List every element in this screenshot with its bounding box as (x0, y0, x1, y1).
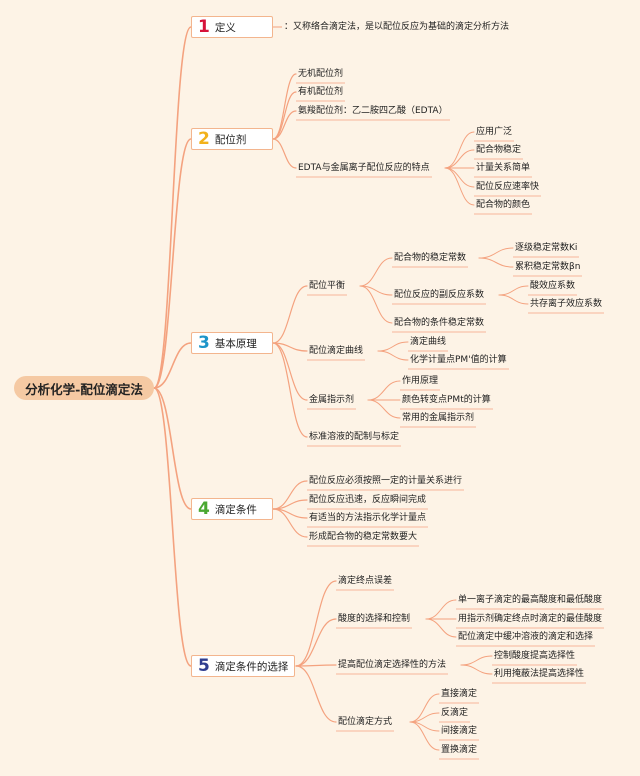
node-stability-constant[interactable]: 配合物的稳定常数 (394, 253, 467, 263)
connector-line (272, 91, 297, 140)
node-edta-feature[interactable]: 配合物的颜色 (476, 200, 531, 210)
node-titration-modes[interactable]: 配位滴定方式 (338, 717, 393, 727)
connector-line (409, 721, 440, 751)
connector-line (478, 247, 514, 259)
node-side-reaction-coefficient[interactable]: 配位反应的副反应系数 (394, 290, 485, 300)
connector-line (460, 655, 493, 666)
connector-line (359, 285, 393, 324)
connector-line (272, 73, 297, 140)
connector-line (425, 618, 457, 638)
node-titration-mode[interactable]: 置换滴定 (441, 745, 478, 755)
connector-line (498, 294, 529, 305)
connector-line (153, 138, 192, 389)
connector-line (153, 387, 192, 667)
node-selectivity-item[interactable]: 利用掩蔽法提高选择性 (494, 669, 585, 679)
connector-line (272, 285, 308, 344)
connector-line (272, 342, 308, 352)
number-5-icon: 5 (198, 655, 210, 676)
section-label: 滴定条件 (214, 503, 257, 516)
connector-line (272, 508, 308, 538)
node-pm-calculation[interactable]: 化学计量点PM'值的计算 (410, 355, 507, 365)
node-coexisting-ion-coefficient[interactable]: 共存离子效应系数 (530, 299, 603, 309)
connector-line (478, 257, 514, 268)
node-condition[interactable]: 形成配合物的稳定常数要大 (309, 532, 418, 542)
node-acidity-control[interactable]: 酸度的选择和控制 (338, 614, 411, 624)
node-stepwise-constant[interactable]: 逐级稳定常数Ki (515, 243, 578, 253)
section-label: 滴定条件的选择 (214, 660, 289, 673)
section-1-definition[interactable]: 1 定义 (191, 16, 273, 38)
node-condition[interactable]: 有适当的方法指示化学计量点 (309, 513, 427, 523)
node-edta-feature[interactable]: 应用广泛 (476, 127, 513, 137)
node-condition[interactable]: 配位反应必须按照一定的计量关系进行 (309, 476, 463, 486)
node-acid-effect-coefficient[interactable]: 酸效应系数 (530, 281, 576, 291)
connector-line (272, 342, 308, 401)
connector-line (153, 387, 192, 510)
node-endpoint-error[interactable]: 滴定终点误差 (338, 576, 393, 586)
number-4-icon: 4 (198, 498, 210, 519)
section-4-conditions[interactable]: 4 滴定条件 (191, 498, 273, 520)
node-acidity-item[interactable]: 单一离子滴定的最高酸度和最低酸度 (458, 595, 603, 605)
connector-line (295, 580, 337, 667)
node-edta-feature[interactable]: 计量关系简单 (476, 163, 531, 173)
connector-line (272, 342, 308, 438)
root-topic[interactable]: 分析化学-配位滴定法 (14, 376, 154, 400)
node-titration-mode[interactable]: 间接滴定 (441, 726, 478, 736)
connector-line (367, 380, 401, 401)
node-aminocarboxylic-ligand[interactable]: 氨羧配位剂：乙二胺四乙酸（EDTA） (298, 106, 448, 116)
node-cumulative-constant[interactable]: 累积稳定常数βn (515, 262, 581, 272)
connector-line (409, 693, 440, 723)
connector-line (153, 342, 192, 389)
connector-line (460, 664, 493, 675)
node-inorganic-ligand[interactable]: 无机配位剂 (298, 69, 344, 79)
section-2-ligands[interactable]: 2 配位剂 (191, 128, 273, 150)
connector-line (444, 167, 475, 206)
section-label: 基本原理 (214, 337, 257, 350)
number-2-icon: 2 (198, 128, 210, 149)
connector-line (295, 665, 337, 723)
node-edta-feature[interactable]: 配合物稳定 (476, 145, 522, 155)
section-label: 配位剂 (214, 133, 247, 146)
node-metal-indicator[interactable]: 金属指示剂 (309, 395, 355, 405)
number-3-icon: 3 (198, 332, 210, 353)
node-pmt-calculation[interactable]: 颜色转变点PMt的计算 (402, 395, 491, 405)
node-standard-solution[interactable]: 标准溶液的配制与标定 (309, 432, 400, 442)
connector-line (377, 350, 409, 361)
connector-line (359, 257, 393, 287)
section-3-principles[interactable]: 3 基本原理 (191, 332, 273, 354)
connector-line (272, 110, 297, 140)
node-conditional-stability-constant[interactable]: 配合物的条件稳定常数 (394, 318, 485, 328)
connector-line (498, 285, 529, 296)
section-5-condition-selection[interactable]: 5 滴定条件的选择 (191, 655, 295, 677)
connector-line (153, 26, 192, 389)
connector-line (444, 131, 475, 169)
connector-line (425, 599, 457, 620)
node-edta-features[interactable]: EDTA与金属离子配位反应的特点 (298, 163, 430, 173)
connector-line (444, 167, 475, 188)
connector-line (272, 138, 297, 169)
connector-line (367, 399, 401, 419)
node-common-indicators[interactable]: 常用的金属指示剂 (402, 413, 475, 423)
node-definition-text[interactable]: ：又称络合滴定法，是以配位反应为基础的滴定分析方法 (284, 22, 510, 32)
number-1-icon: 1 (198, 16, 210, 37)
node-selectivity-methods[interactable]: 提高配位滴定选择性的方法 (338, 660, 447, 670)
node-titration-mode[interactable]: 反滴定 (441, 708, 469, 718)
connector-line (295, 664, 337, 667)
connector-line (444, 149, 475, 169)
node-coordination-equilibrium[interactable]: 配位平衡 (309, 281, 346, 291)
node-organic-ligand[interactable]: 有机配位剂 (298, 87, 344, 97)
node-selectivity-item[interactable]: 控制酸度提高选择性 (494, 651, 576, 661)
node-titration-mode[interactable]: 直接滴定 (441, 689, 478, 699)
node-acidity-item[interactable]: 配位滴定中缓冲溶液的滴定和选择 (458, 632, 594, 642)
section-label: 定义 (214, 21, 236, 34)
node-curve[interactable]: 滴定曲线 (410, 337, 447, 347)
connector-line (295, 618, 337, 667)
node-acidity-item[interactable]: 用指示剂确定终点时滴定的最佳酸度 (458, 614, 603, 624)
node-titration-curve[interactable]: 配位滴定曲线 (309, 346, 364, 356)
node-edta-feature[interactable]: 配位反应速率快 (476, 182, 540, 192)
node-condition[interactable]: 配位反应迅速，反应瞬间完成 (309, 495, 427, 505)
connector-line (377, 341, 409, 352)
node-indicator-principle[interactable]: 作用原理 (402, 376, 439, 386)
